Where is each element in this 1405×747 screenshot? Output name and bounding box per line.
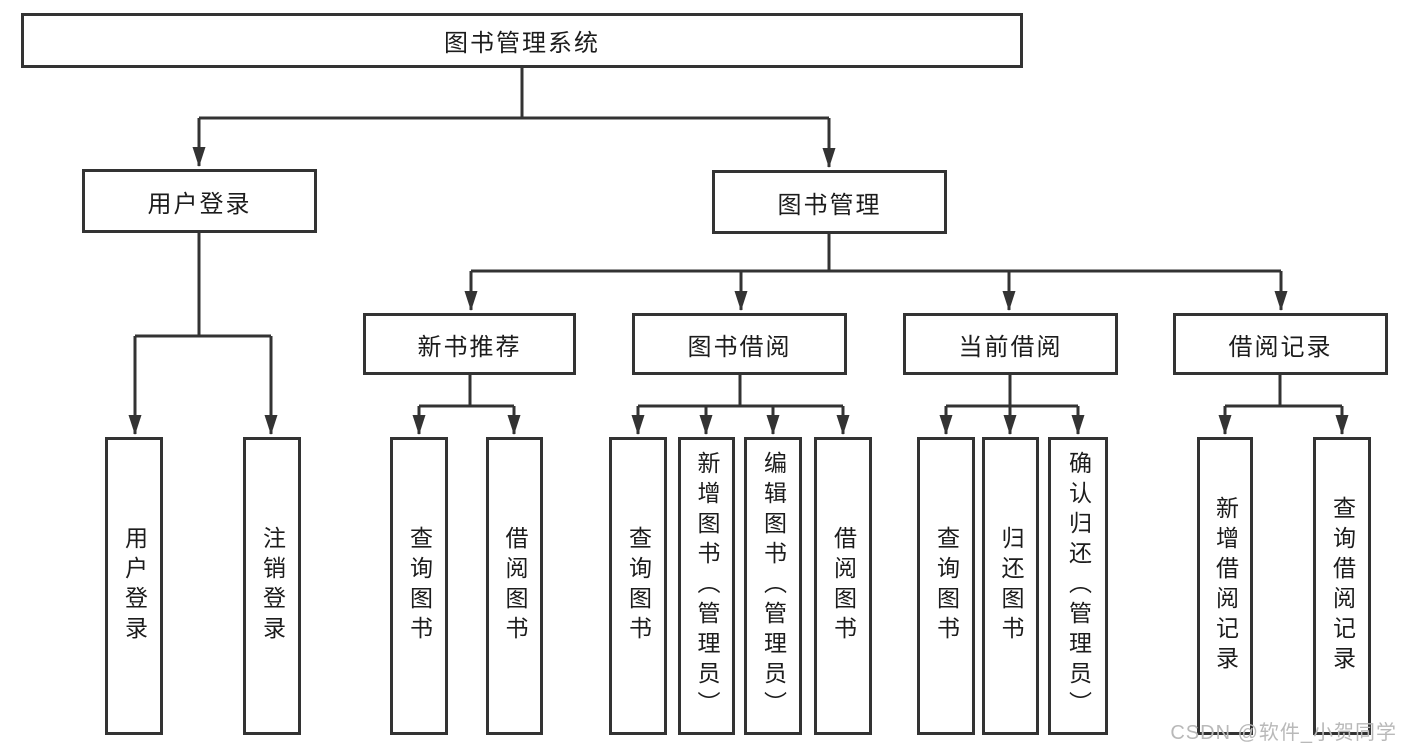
node-current-borrowing: 当前借阅: [903, 313, 1118, 375]
leaf-borrow-add-book-admin: 新增图书（管理员）: [678, 437, 735, 735]
leaf-records-query-record: 查询借阅记录: [1313, 437, 1371, 735]
node-label: 借阅记录: [1228, 333, 1333, 361]
leaf-label: 归还图书: [998, 526, 1024, 646]
leaf-label: 编辑图书（管理员）: [760, 451, 787, 721]
node-label: 图书管理: [777, 191, 882, 219]
node-label: 新书推荐: [417, 333, 522, 361]
leaf-newrec-borrow-book: 借阅图书: [486, 437, 543, 735]
node-user-login: 用户登录: [82, 169, 317, 233]
node-label: 图书管理系统: [444, 30, 600, 57]
leaf-label: 查询图书: [625, 526, 652, 646]
leaf-label: 查询借阅记录: [1329, 496, 1356, 676]
node-book-management: 图书管理: [712, 170, 947, 234]
node-new-book-recommend: 新书推荐: [363, 313, 576, 375]
leaf-label: 借阅图书: [830, 526, 857, 646]
leaf-label: 查询图书: [406, 526, 433, 646]
leaf-label: 注销登录: [259, 526, 286, 646]
leaf-current-confirm-return-admin: 确认归还（管理员）: [1048, 437, 1108, 735]
leaf-borrow-borrow-book: 借阅图书: [814, 437, 872, 735]
leaf-label: 用户登录: [121, 526, 148, 646]
node-label: 用户登录: [147, 190, 252, 218]
node-label: 图书借阅: [687, 333, 792, 361]
csdn-watermark: CSDN @软件_小贺同学: [1170, 722, 1397, 744]
leaf-label: 新增图书（管理员）: [694, 451, 720, 721]
leaf-logout: 注销登录: [243, 437, 301, 735]
node-library-management-system: 图书管理系统: [21, 13, 1023, 68]
leaf-borrow-query-book: 查询图书: [609, 437, 667, 735]
leaf-current-query-book: 查询图书: [917, 437, 975, 735]
node-label: 当前借阅: [958, 333, 1063, 361]
node-book-borrowing: 图书借阅: [632, 313, 847, 375]
leaf-borrow-edit-book-admin: 编辑图书（管理员）: [744, 437, 802, 735]
node-borrowing-records: 借阅记录: [1173, 313, 1388, 375]
leaf-label: 确认归还（管理员）: [1065, 451, 1092, 721]
leaf-user-login: 用户登录: [105, 437, 163, 735]
leaf-newrec-query-book: 查询图书: [390, 437, 448, 735]
leaf-label: 借阅图书: [502, 526, 528, 646]
leaf-current-return-book: 归还图书: [982, 437, 1039, 735]
leaf-label: 查询图书: [933, 526, 960, 646]
leaf-records-add-record: 新增借阅记录: [1197, 437, 1253, 735]
leaf-label: 新增借阅记录: [1212, 496, 1239, 676]
